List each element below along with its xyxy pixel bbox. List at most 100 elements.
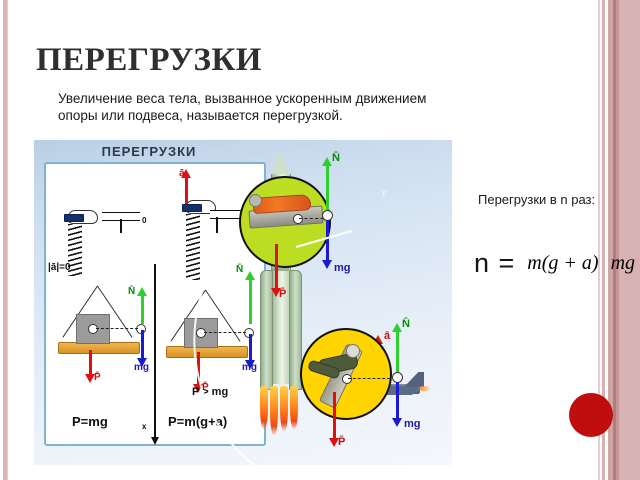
dashed-connector	[96, 328, 138, 329]
overload-caption: Перегрузки в n раз:	[478, 192, 596, 207]
vector-arrowhead	[193, 384, 203, 393]
acceleration-label-right: ā	[179, 168, 185, 179]
stripe-segment	[613, 0, 616, 480]
pan-balance-right	[160, 286, 254, 364]
spring-right	[186, 214, 200, 280]
overload-formula: n = m(g + a) mg	[474, 248, 639, 279]
cosmonaut-inset	[239, 176, 331, 268]
vector-shaft	[395, 332, 399, 372]
definition-text: Увеличение веса тела, вызванное ускоренн…	[58, 91, 427, 123]
vector-arrowhead	[392, 323, 402, 332]
rocket-nose-cone	[271, 150, 289, 176]
vector-shaft	[184, 178, 188, 204]
normal-label-pilot: N̄	[402, 318, 410, 330]
vector-shaft	[274, 244, 278, 288]
stripe-segment	[598, 0, 600, 480]
stripe-segment	[619, 0, 640, 480]
formula-denominator: mg	[610, 252, 636, 274]
result-left: P=mg	[72, 414, 108, 429]
rocket-exhaust-flames	[258, 386, 303, 438]
pan-balance-left	[52, 282, 146, 360]
physics-illustration: ПЕРЕГРУЗКИ 0 |ā|=0	[34, 140, 452, 465]
jet-exhaust	[420, 386, 431, 391]
vertical-axis	[151, 264, 159, 445]
spring-left	[68, 224, 82, 276]
stripe-segment	[605, 0, 608, 480]
center-of-mass-dot	[293, 214, 303, 224]
center-of-mass-dot	[342, 374, 352, 384]
spring-hook-grip	[64, 214, 84, 222]
rocket-ring	[271, 268, 289, 271]
vector-shaft	[325, 220, 329, 260]
hand-icon	[182, 198, 216, 216]
zero-mark-left: 0	[142, 216, 147, 225]
force-label-pilot: P̄	[338, 436, 346, 448]
stripe-segment	[602, 0, 605, 480]
vector-shaft	[332, 392, 336, 438]
weight-label-right: mg	[242, 362, 257, 373]
weight-label-rocket: mg	[334, 262, 351, 274]
force-label-right: P̄	[202, 382, 209, 393]
center-of-mass-dot	[88, 324, 98, 334]
vector-arrowhead	[322, 157, 332, 166]
normal-label-right: N̄	[236, 264, 244, 275]
dashed-connector	[204, 332, 246, 333]
acceleration-label-jet: ā	[384, 330, 391, 342]
stripe-segment	[7, 0, 8, 480]
vector-arrowhead	[329, 438, 339, 447]
stripe-segment	[3, 0, 7, 480]
flame	[290, 386, 298, 430]
cosmonaut-head	[249, 194, 262, 207]
dashed-connector	[299, 218, 329, 219]
illustration-title: ПЕРЕГРУЗКИ	[101, 144, 197, 159]
vector-shaft	[140, 330, 144, 358]
hand-icon	[64, 208, 98, 226]
normal-label-rocket: N̄	[332, 152, 340, 164]
vector-arrowhead	[181, 169, 191, 178]
flame	[270, 386, 278, 436]
vector-shaft	[248, 280, 252, 324]
force-label-rocket: P̄	[279, 288, 287, 300]
stripe-segment	[616, 0, 619, 480]
weight-label-left: mg	[134, 362, 149, 373]
pilot-head	[346, 344, 360, 358]
flame	[260, 386, 268, 430]
ruler-stem-left	[120, 219, 122, 233]
spring-scale-panel: 0 |ā|=0 N̄ mg	[44, 162, 266, 446]
vector-arrowhead	[137, 358, 147, 367]
radius-label: r	[382, 188, 387, 200]
formula-fraction: m(g + a) mg	[523, 252, 639, 275]
center-of-mass-dot	[196, 328, 206, 338]
vector-arrowhead	[245, 271, 255, 280]
jet-tail	[404, 372, 424, 387]
vector-arrowhead	[322, 260, 332, 269]
formula-left-side: n =	[474, 248, 516, 278]
vector-arrowhead	[392, 418, 402, 427]
normal-label-left: N̄	[128, 286, 136, 297]
vector-shaft	[395, 382, 399, 418]
vector-arrowhead	[373, 335, 383, 344]
left-border-stripes	[0, 0, 10, 480]
stripe-segment	[608, 0, 613, 480]
vector-shaft	[248, 334, 252, 360]
axis-x-label: x	[142, 422, 147, 431]
pilot-inset	[300, 328, 392, 420]
formula-numerator: m(g + a)	[527, 252, 599, 274]
ruler-right	[210, 210, 246, 219]
dashed-connector	[348, 378, 390, 379]
page-title: ПЕРЕГРУЗКИ	[36, 42, 262, 78]
weight-label-pilot: mg	[404, 418, 421, 430]
comparison-label: P > mg	[192, 386, 229, 398]
vector-shaft	[196, 352, 200, 384]
vector-shaft	[140, 296, 144, 324]
spring-hook-grip	[182, 204, 202, 212]
acceleration-label-left: |ā|=0	[48, 262, 71, 273]
right-border-stripes	[596, 0, 640, 480]
vector-shaft	[325, 166, 329, 210]
vector-arrowhead	[137, 287, 147, 296]
vector-arrowhead	[245, 360, 255, 369]
vector-shaft	[88, 350, 92, 374]
vector-arrowhead	[271, 288, 281, 297]
vector-arrowhead	[85, 374, 95, 383]
